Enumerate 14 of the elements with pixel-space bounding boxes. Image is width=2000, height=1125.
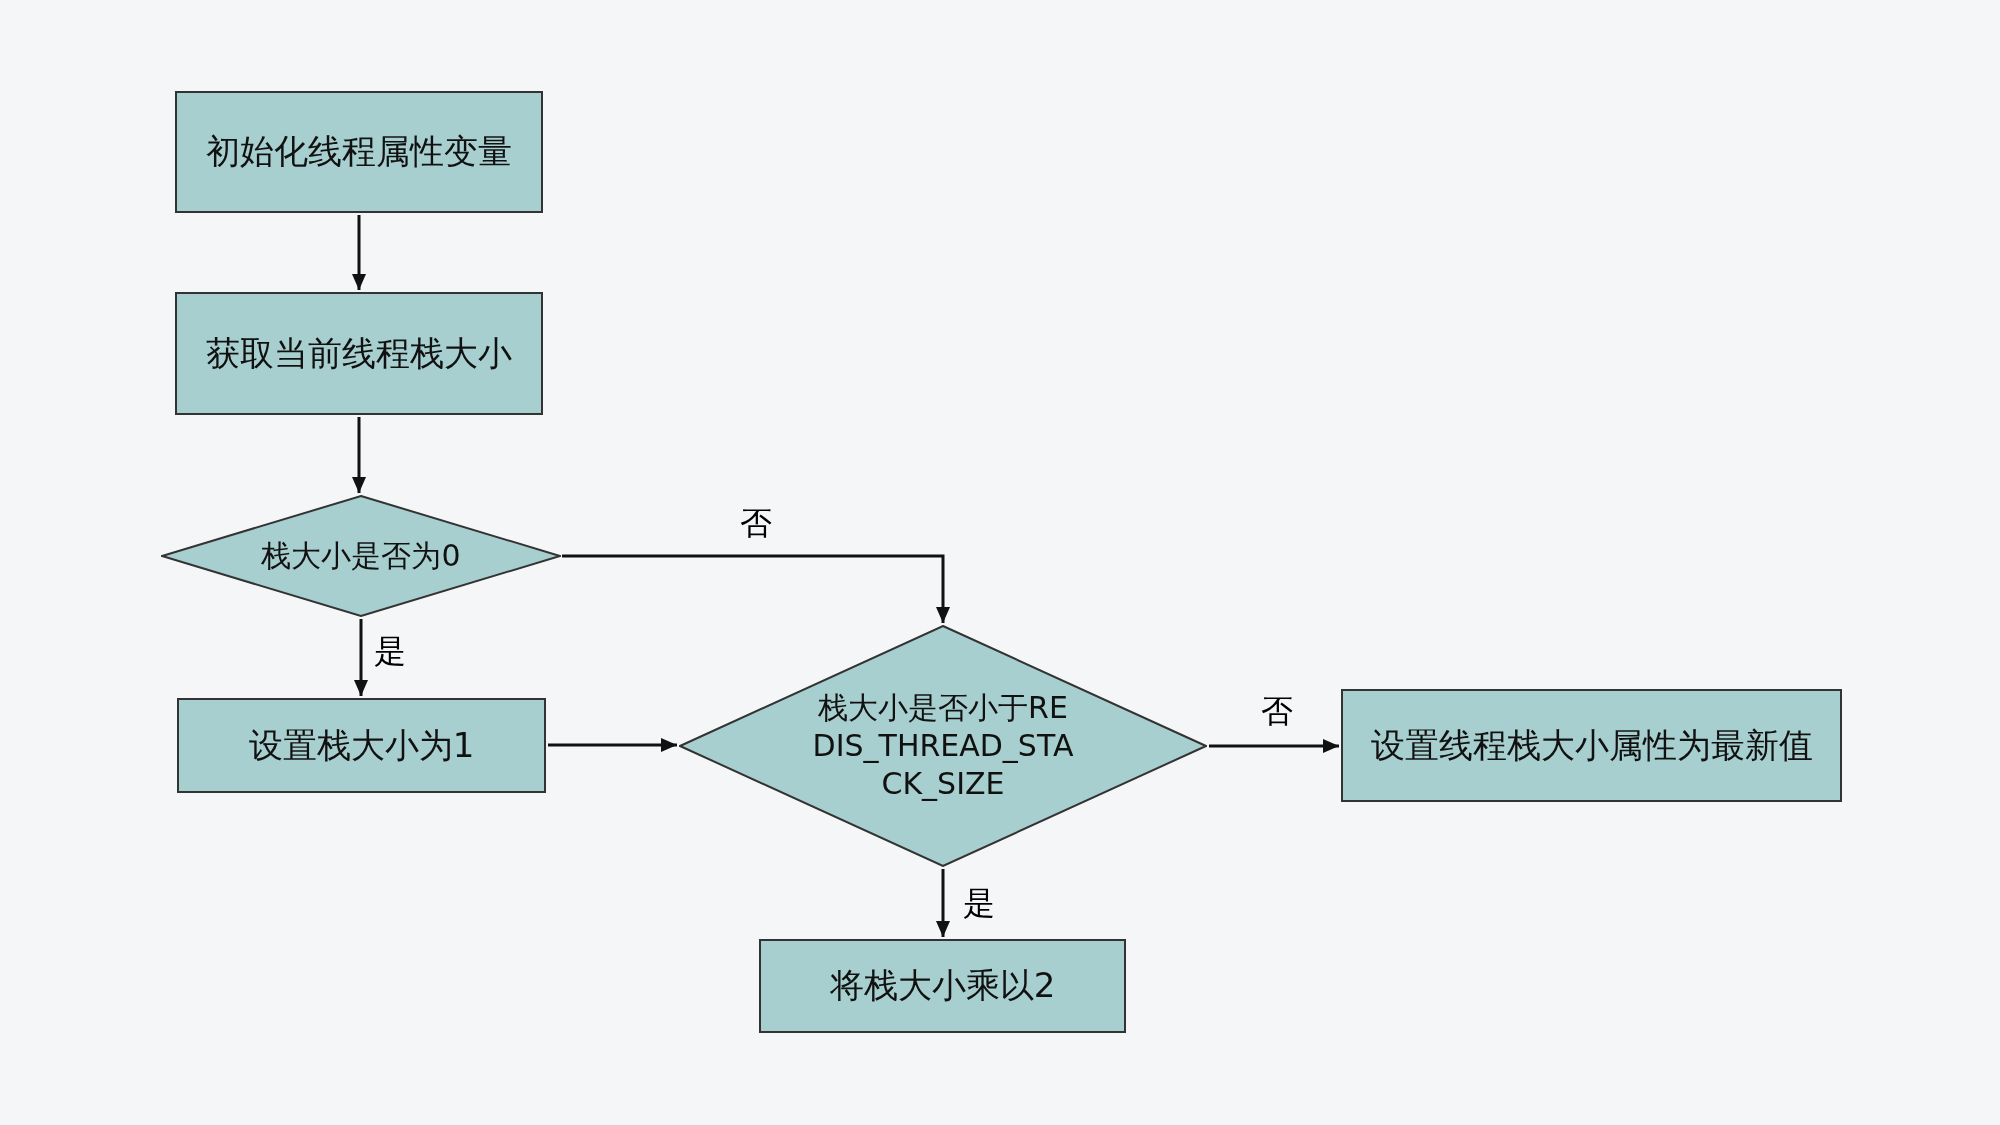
arrow — [548, 738, 677, 752]
arrow — [1209, 739, 1339, 753]
arrow — [354, 619, 368, 696]
arrow — [562, 554, 950, 623]
process-box: 设置线程栈大小属性为最新值 — [1341, 689, 1842, 802]
process-box: 将栈大小乘以2 — [759, 939, 1126, 1033]
arrow — [352, 417, 366, 493]
process-box: 初始化线程属性变量 — [175, 91, 543, 213]
process-box: 获取当前线程栈大小 — [175, 292, 543, 415]
arrow — [352, 215, 366, 290]
process-box: 设置栈大小为1 — [177, 698, 546, 793]
arrow — [936, 869, 950, 937]
decision-diamond: 栈大小是否为0 — [161, 495, 561, 617]
decision-diamond: 栈大小是否小于REDIS_THREAD_STACK_SIZE — [679, 625, 1207, 867]
